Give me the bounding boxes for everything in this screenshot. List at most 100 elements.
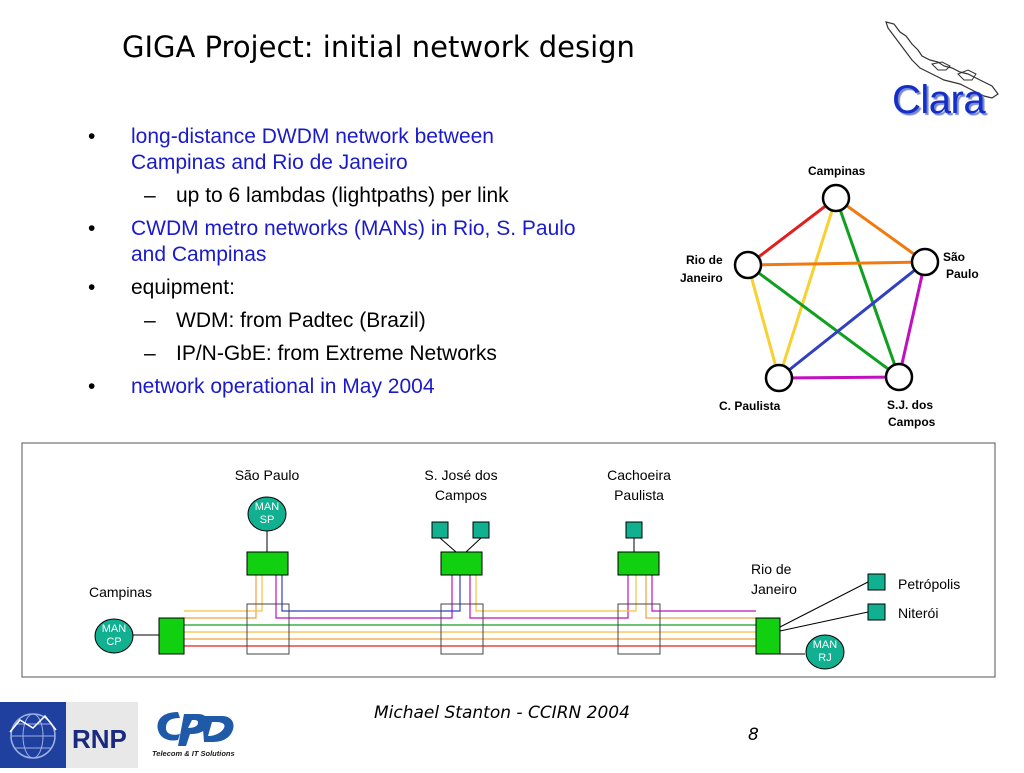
man-sp-label-line1: MAN <box>255 501 280 513</box>
switch-campinas <box>158 617 185 655</box>
switch-sp <box>246 551 289 576</box>
clara-logo: Clara <box>872 14 1012 124</box>
bullet-glyph: • <box>88 375 96 398</box>
sub-bullet-glyph: – <box>144 342 156 365</box>
page-number: 8 <box>748 725 759 745</box>
bullet-glyph: • <box>88 217 96 240</box>
bullet-glyph: • <box>88 276 96 299</box>
wdm-box-sjc <box>440 603 484 655</box>
cach-rio-line-2 <box>651 575 756 612</box>
cach-rio-line <box>645 575 756 619</box>
bullet-item: • equipment: <box>88 275 698 301</box>
link-campinas-saopaulo <box>835 196 926 264</box>
sjc-cach-line-2 <box>475 575 637 612</box>
bullet-line: up to 6 lambdas (lightpaths) per link <box>176 184 509 207</box>
cpqd-logo-mark: Telecom & IT Solutions <box>152 712 235 758</box>
page-title: GIGA Project: initial network design <box>122 30 635 64</box>
switch-cach <box>617 551 660 576</box>
sub-bullet-glyph: – <box>144 309 156 332</box>
node-petropolis <box>867 573 886 591</box>
site-label-campinas: Campinas <box>89 584 152 600</box>
bullet-item: • network operational in May 2004 <box>88 374 698 400</box>
label-rio-line1: Rio de <box>686 253 723 267</box>
bullet-line: long-distance DWDM network between <box>131 125 494 148</box>
man-rj-label-line1: MAN <box>813 639 838 651</box>
man-cp-label-line2: CP <box>106 636 121 648</box>
label-saopaulo-line2: Paulo <box>946 267 979 281</box>
link-campinas-cpaulista <box>777 197 838 379</box>
sub-bullet-item: – IP/N-GbE: from Extreme Networks <box>88 341 698 367</box>
diagram-frame <box>21 442 996 678</box>
label-campinas: Campinas <box>808 164 866 178</box>
rnp-globe-icon: RNP <box>0 702 138 768</box>
man-rj <box>805 634 845 670</box>
clara-logo-text: Clara <box>892 78 986 122</box>
host-cach <box>625 521 643 539</box>
host-sjc-1 <box>431 521 449 539</box>
link-rio-sjcampos <box>747 263 900 379</box>
label-saopaulo-line1: São <box>943 250 965 264</box>
footer-caption: Michael Stanton - CCIRN 2004 <box>374 703 630 723</box>
bullet-line: equipment: <box>131 276 235 299</box>
wdm-box-cach <box>617 603 661 655</box>
man-sp <box>247 496 287 532</box>
bullet-line: CWDM metro networks (MANs) in Rio, S. Pa… <box>131 217 576 240</box>
label-cpaulista: C. Paulista <box>719 399 781 413</box>
sp-sjc-line <box>275 575 453 619</box>
link-rio-petropolis <box>779 581 869 628</box>
site-label-sjc-line2: Campos <box>435 487 487 503</box>
site-label-petropolis: Petrópolis <box>898 576 960 592</box>
bullet-line: network operational in May 2004 <box>131 375 435 398</box>
node-rio <box>733 250 763 280</box>
link-sjc-host2 <box>465 537 482 553</box>
man-rj-label-line2: RJ <box>818 652 831 664</box>
node-niteroi <box>867 603 886 621</box>
cpqd-tagline: Telecom & IT Solutions <box>152 749 235 758</box>
site-label-rio-line1: Rio de <box>751 561 792 577</box>
link-sjc-host1 <box>439 537 457 553</box>
link-rio-saopaulo <box>747 260 926 267</box>
bullet-list: • long-distance DWDM network between Cam… <box>88 124 698 407</box>
rnp-logo-text: RNP <box>72 724 127 754</box>
node-saopaulo <box>910 247 940 277</box>
link-saopaulo-cpaulista <box>778 260 926 380</box>
site-label-cach-line2: Paulista <box>614 487 664 503</box>
bullet-line: IP/N-GbE: from Extreme Networks <box>176 342 497 365</box>
link-campinas-sjcampos <box>834 197 901 378</box>
label-sjcampos-line1: S.J. dos <box>887 398 933 412</box>
bullet-line: WDM: from Padtec (Brazil) <box>176 309 426 332</box>
link-rio-niteroi <box>779 611 869 632</box>
linear-network-diagram: MAN SP MAN CP MAN RJ São Paulo S. José d… <box>21 442 996 678</box>
switch-rio <box>755 617 781 655</box>
sp-line-a <box>184 575 257 619</box>
man-cp <box>94 618 134 654</box>
wdm-box-sp <box>246 603 290 655</box>
node-sjcampos <box>884 362 914 392</box>
sp-sjc-line-2 <box>281 575 461 612</box>
sjc-cach-line <box>469 575 629 619</box>
node-campinas <box>821 183 851 213</box>
bullet-item: • CWDM metro networks (MANs) in Rio, S. … <box>88 216 698 268</box>
bullet-line: and Campinas <box>131 243 267 266</box>
link-campinas-rio <box>747 196 837 267</box>
sub-bullet-item: – WDM: from Padtec (Brazil) <box>88 308 698 334</box>
link-saopaulo-sjcampos <box>897 261 927 378</box>
mesh-network-diagram: Campinas Rio de Janeiro São Paulo C. Pau… <box>680 164 979 429</box>
site-label-sjc-line1: S. José dos <box>424 467 497 483</box>
link-rio-cpaulista <box>746 264 781 379</box>
latin-america-map-icon <box>885 21 999 99</box>
bullet-line: Campinas and Rio de Janeiro <box>131 151 408 174</box>
switch-sjc <box>440 551 483 576</box>
rnp-logo: RNP <box>0 702 138 768</box>
site-label-cach-line1: Cachoeira <box>607 467 671 483</box>
bullet-item: • long-distance DWDM network between Cam… <box>88 124 698 176</box>
bullet-glyph: • <box>88 125 96 148</box>
host-sjc-2 <box>472 521 490 539</box>
label-sjcampos-line2: Campos <box>888 415 936 429</box>
man-cp-label-line1: MAN <box>102 623 127 635</box>
site-label-niteroi: Niterói <box>898 605 938 621</box>
node-cpaulista <box>764 363 794 393</box>
site-label-rio-line2: Janeiro <box>751 581 797 597</box>
cpqd-logo: Telecom & IT Solutions <box>150 706 240 762</box>
site-label-sao-paulo: São Paulo <box>235 467 300 483</box>
